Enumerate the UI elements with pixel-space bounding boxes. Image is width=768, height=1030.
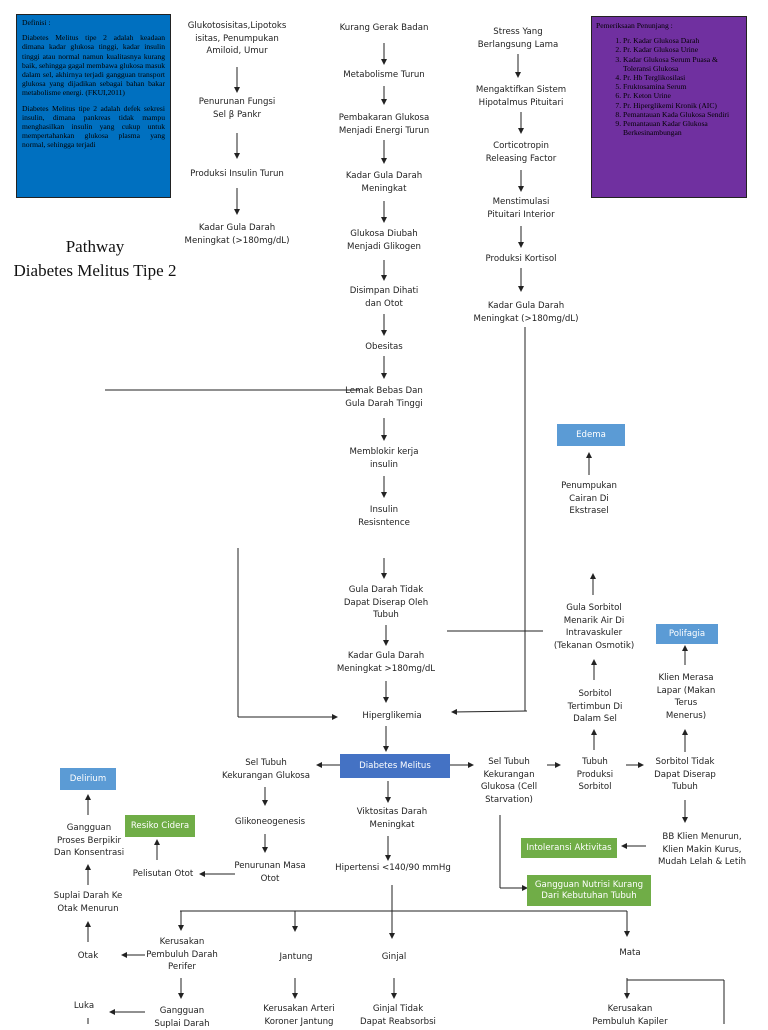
node-memblokir: Memblokir kerja insulin (349, 447, 419, 470)
node-penurunan-masa: Penurunan Masa Otot (234, 861, 306, 884)
node-bb-klien: BB Klien Menurun, Klien Makin Kurus, Mud… (657, 832, 747, 867)
node-kgd-center: Kadar Gula Darah Meningkat (345, 171, 423, 194)
node-gula-tidak-diserap: Gula Darah Tidak Dapat Diserap Oleh Tubu… (343, 585, 429, 620)
node-kerusakan-arteri: Kerusakan Arteri Koroner Jantung (263, 1004, 335, 1027)
definition-heading: Definisi : (22, 18, 51, 27)
exams-heading: Pemeriksaan Penunjang : (596, 21, 673, 30)
node-hiperglikemia: Hiperglikemia (362, 711, 422, 721)
exam-item: Pemantauan Kadar Glukosa Berkesinambunga… (623, 119, 740, 137)
node-metabolisme: Metabolisme Turun (343, 70, 425, 80)
node-produksi-insulin: Produksi Insulin Turun (190, 169, 284, 179)
node-insulin-resistence: Insulin Resisntence (358, 505, 410, 528)
exam-item: Fruktosamina Serum (623, 82, 740, 91)
node-sel-tubuh-right: Sel Tubuh Kekurangan Glukosa (Cell Starv… (480, 757, 538, 805)
diagnosis-edema: Edema (557, 424, 625, 446)
node-otak: Otak (77, 951, 99, 961)
node-glikoneogenesis: Glikoneogenesis (234, 817, 306, 827)
node-luka: Luka (73, 1001, 95, 1011)
exams-box: Pemeriksaan Penunjang : Pr. Kadar Glukos… (591, 16, 747, 198)
exams-list: Pr. Kadar Glukosa Darah Pr. Kadar Glukos… (596, 36, 740, 137)
node-gangguan-proses: Gangguan Proses Berpikir Dan Konsentrasi (53, 823, 125, 858)
node-kurang-gerak: Kurang Gerak Badan (339, 23, 429, 33)
node-tubuh-sorbitol: Tubuh Produksi Sorbitol (576, 757, 614, 792)
node-klien-lapar: Klien Merasa Lapar (Makan Terus Menerus) (656, 673, 716, 721)
node-suplai-otak: Suplai Darah Ke Otak Menurun (53, 891, 123, 914)
diagnosis-gangguan-nutrisi: Gangguan Nutrisi Kurang Dari Kebutuhan T… (527, 875, 651, 906)
node-ginjal-tidak: Ginjal Tidak Dapat Reabsorbsi (360, 1004, 436, 1027)
node-ginjal: Ginjal (381, 952, 407, 962)
node-pelisutan: Pelisutan Otot (132, 869, 194, 879)
node-jantung: Jantung (279, 952, 313, 962)
node-kgd-left: Kadar Gula Darah Meningkat (>180mg/dL) (184, 223, 290, 246)
node-viktositas: Viktositas Darah Meningkat (356, 807, 428, 830)
node-kerusakan-perifer: Kerusakan Pembuluh Darah Perifer (146, 937, 218, 972)
node-penurunan-fungsi: Penurunan Fungsi Sel β Pankr (198, 97, 276, 120)
node-mata: Mata (619, 948, 641, 958)
node-kgd-180: Kadar Gula Darah Meningkat >180mg/dL (336, 651, 436, 674)
node-pembakaran: Pembakaran Glukosa Menjadi Energi Turun (338, 113, 430, 136)
node-glukosa-diubah: Glukosa Diubah Menjadi Glikogen (347, 229, 421, 252)
node-penumpukan: Penumpukan Cairan Di Ekstrasel (561, 481, 617, 516)
node-gula-sorbitol: Gula Sorbitol Menarik Air Di Intravaskul… (553, 603, 635, 651)
diagnosis-intoleransi-aktivitas: Intoleransi Aktivitas (521, 838, 617, 858)
node-hipertensi: Hipertensi <140/90 mmHg (335, 863, 451, 873)
node-glukotoksisitas: Glukotosisitas,Lipotoks isitas, Penumpuk… (187, 21, 287, 56)
exam-item: Pr. Kadar Glukosa Darah (623, 36, 740, 45)
node-mengaktifkan: Mengaktifkan Sistem Hipotalmus Pituitari (475, 85, 567, 108)
node-menstimulasi: Menstimulasi Pituitari Interior (487, 197, 555, 220)
node-gangguan-suplai: Gangguan Suplai Darah (154, 1006, 210, 1029)
exam-item: Kadar Glukosa Serum Puasa & Toleransi Gl… (623, 55, 740, 73)
diagnosis-diabetes-melitus[interactable]: Diabetes Melitus (340, 754, 450, 778)
node-sorbitol-tidak: Sorbitol Tidak Dapat Diserap Tubuh (654, 757, 716, 792)
exam-item: Pr. Keton Urine (623, 91, 740, 100)
diagnosis-resiko-cidera: Resiko Cidera (125, 815, 195, 837)
definition-box: Definisi : Diabetes Melitus tipe 2 adala… (16, 14, 171, 198)
node-sel-tubuh-left: Sel Tubuh Kekurangan Glukosa (222, 758, 310, 781)
exam-item: Pr. Hb Terglikosilasi (623, 73, 740, 82)
definition-paragraph-2: Diabetes Melitus tipe 2 adalah defek sek… (22, 103, 165, 150)
node-disimpan: Disimpan Dihati dan Otot (349, 286, 419, 309)
exam-item: Pemantauan Kada Glukosa Sendiri (623, 110, 740, 119)
diagnosis-polifagia: Polifagia (656, 624, 718, 644)
exam-item: Pr. Hiperglikemi Kronik (AIC) (623, 101, 740, 110)
definition-paragraph-1: Diabetes Melitus tipe 2 adalah keadaan d… (22, 33, 165, 98)
exam-item: Pr. Kadar Glukosa Urine (623, 45, 740, 54)
node-kgd-right: Kadar Gula Darah Meningkat (>180mg/dL) (473, 301, 579, 324)
title-line-2: Diabetes Melitus Tipe 2 (13, 261, 177, 280)
node-stress: Stress Yang Berlangsung Lama (477, 27, 559, 50)
node-sorbitol-tertimbun: Sorbitol Tertimbun Di Dalam Sel (567, 689, 623, 724)
diagnosis-delirium: Delirium (60, 768, 116, 790)
node-lemak: Lemak Bebas Dan Gula Darah Tinggi (345, 386, 423, 409)
title-line-1: Pathway (65, 237, 125, 256)
node-corticotropin: Corticotropin Releasing Factor (485, 141, 557, 164)
node-kortisol: Produksi Kortisol (485, 254, 557, 264)
node-kerusakan-kapiler: Kerusakan Pembuluh Kapiler (592, 1004, 668, 1027)
node-obesitas: Obesitas (365, 342, 403, 352)
pathway-title: Pathway Diabetes Melitus Tipe 2 (10, 233, 180, 281)
